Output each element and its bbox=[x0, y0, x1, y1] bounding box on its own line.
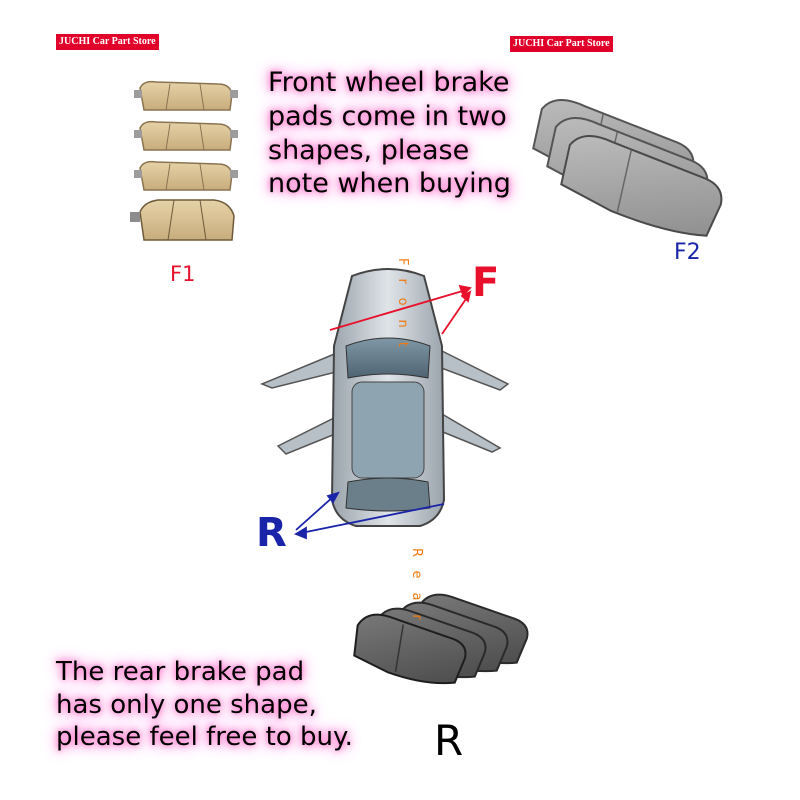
front-notice: Front wheel brake pads come in two shape… bbox=[268, 66, 511, 201]
label-rear-r-pad: R bbox=[434, 716, 464, 765]
front-notice-line: shapes, please bbox=[268, 134, 470, 166]
store-tag-left: JUCHI Car Part Store bbox=[56, 34, 159, 50]
front-notice-line: Front wheel brake bbox=[268, 67, 510, 98]
car-top-view-image bbox=[260, 268, 510, 527]
front-notice-line: pads come in two bbox=[268, 100, 507, 132]
rear-notice-line: has only one shape, bbox=[56, 689, 317, 720]
rear-notice-line: The rear brake pad bbox=[56, 657, 305, 687]
rear-arrows bbox=[293, 491, 445, 540]
label-front-f: F bbox=[472, 260, 500, 306]
rear-notice: The rear brake pad has only one shape, p… bbox=[56, 656, 353, 754]
rear-brake-pads-image bbox=[353, 593, 529, 685]
front-notice-line: note when buying bbox=[268, 168, 511, 200]
label-f2: F2 bbox=[674, 240, 701, 265]
car-front-word: Front bbox=[395, 258, 410, 361]
car-rear-word: Rear bbox=[409, 548, 424, 634]
label-rear-r-car: R bbox=[256, 510, 287, 556]
front-arrows bbox=[329, 284, 472, 335]
rear-notice-line: please feel free to buy. bbox=[56, 722, 353, 752]
f2-brake-pads-image bbox=[532, 99, 723, 237]
f1-brake-pads-image bbox=[130, 80, 238, 241]
label-f1: F1 bbox=[170, 262, 196, 286]
store-tag-right: JUCHI Car Part Store bbox=[510, 36, 613, 52]
